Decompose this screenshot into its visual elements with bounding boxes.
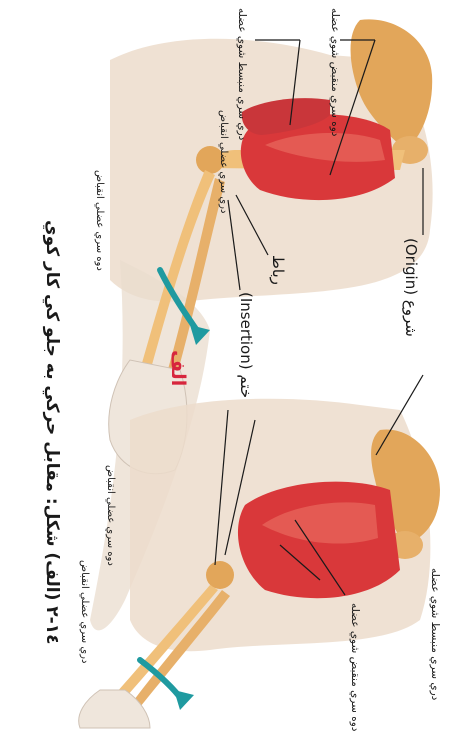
lower-arm-figure	[79, 399, 440, 728]
elbow-joint-bottom	[206, 561, 234, 589]
label-top-flexor: دوه سري منقبض شوي عضله	[330, 8, 341, 136]
label-top-extensor: دري سري منبسط شوي عضله	[237, 8, 248, 140]
label-top-triceps-contract: دوه سري عضلي انقباض	[94, 170, 104, 271]
label-bottom-contract2: دري سري عضلي انقباض	[79, 560, 89, 663]
label-insertion: ختم (Insertion)	[238, 292, 253, 398]
rotation-arrowhead-bottom	[174, 690, 194, 710]
label-bottom-contract: دوه سري عضلي انقباض	[105, 465, 115, 566]
label-top-biceps-contract: دري سري عضلي انقباض	[218, 110, 228, 213]
label-ligament: رباط	[270, 255, 285, 285]
panel-label: الف	[168, 350, 187, 386]
label-origin: شروع (Origin)	[403, 238, 418, 337]
label-bottom-biceps: دوه سري منقبض شوي عضله	[350, 603, 361, 731]
figure-caption: ۲-۱٤ (الف) شكل: مقابل حركي به جلو كي كار…	[43, 220, 60, 644]
label-bottom-triceps: دري سري منبسط شوي عضله	[430, 568, 441, 700]
